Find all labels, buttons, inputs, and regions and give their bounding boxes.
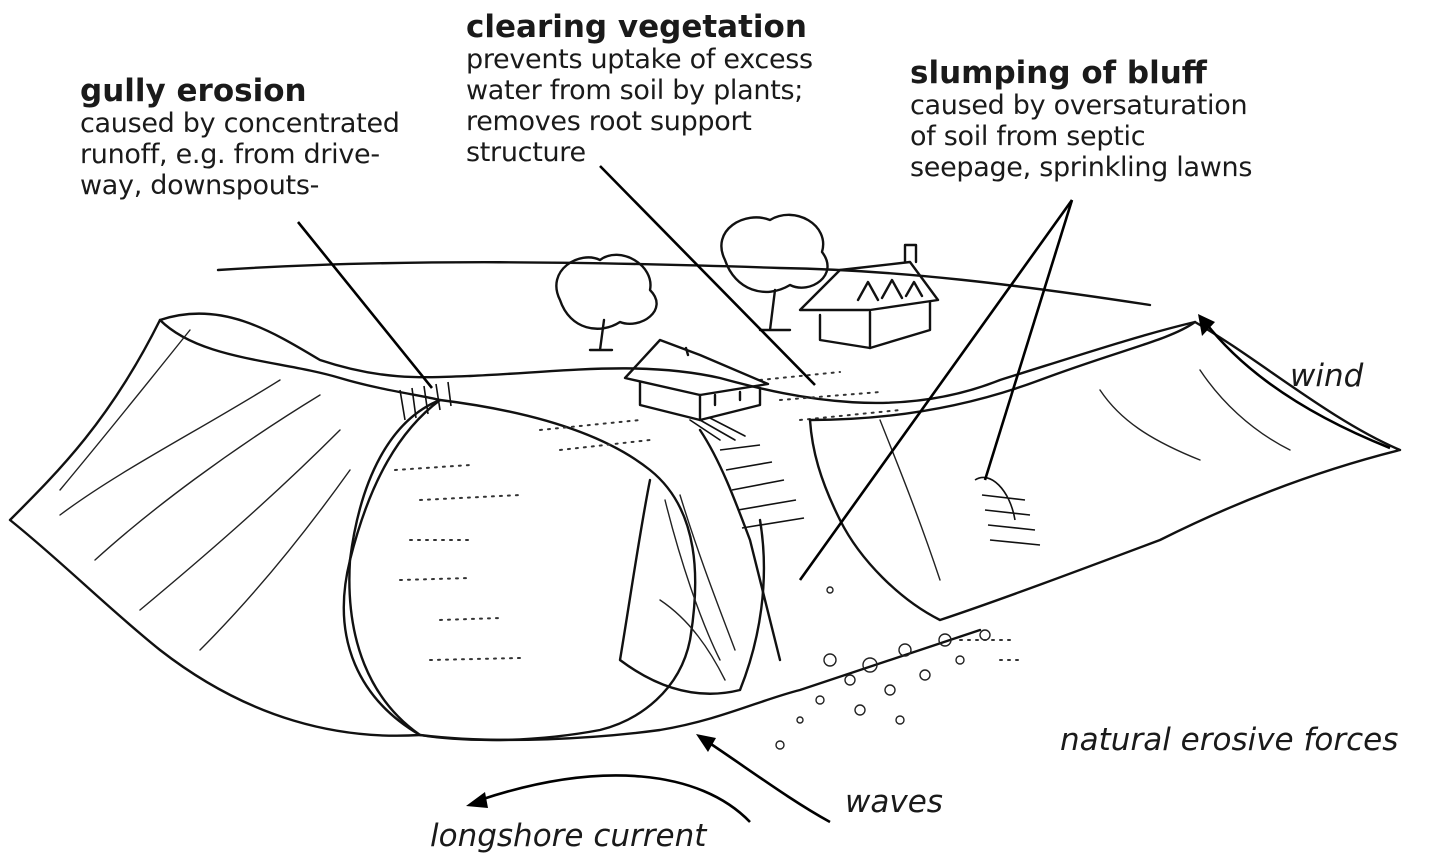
slumping-line-2: of soil from septic [910,121,1252,152]
slump-rubble [776,587,990,749]
beach-toe [420,630,980,740]
house-front [625,340,768,440]
gully-line-1: caused by concentrated [80,108,400,139]
clearing-vegetation-label: clearing vegetation prevents uptake of e… [466,10,813,168]
slump-block [349,400,695,740]
gully-leader [298,222,432,388]
gully-erosion-label: gully erosion caused by concentrated run… [80,74,400,201]
waves-label: waves [845,784,943,820]
slumping-line-1: caused by oversaturation [910,90,1252,121]
longshore-arrow [480,775,750,822]
slumping-heading: slumping of bluff [910,56,1252,90]
slumping-leader-1 [800,200,1072,580]
waves-arrow [705,740,830,822]
house-back [800,245,938,348]
horizon-line [218,262,1150,305]
clearing-line-1: prevents uptake of excess [466,44,813,75]
clearing-line-3: removes root support [466,106,813,137]
gully-line-3: way, downspouts- [80,170,400,201]
gully-heading: gully erosion [80,74,400,108]
gully-line-2: runoff, e.g. from drive- [80,139,400,170]
longshore-current-label: longshore current [430,818,706,854]
slumping-of-bluff-label: slumping of bluff caused by oversaturati… [910,56,1252,183]
slumping-leader-2 [985,200,1072,480]
slumping-line-3: seepage, sprinkling lawns [910,152,1252,183]
clearing-line-2: water from soil by plants; [466,75,813,106]
clearing-leader [600,166,815,385]
tree-right [721,215,827,330]
clearing-line-4: structure [466,137,813,168]
clearing-heading: clearing vegetation [466,10,813,44]
tree-left [556,255,656,350]
wind-label: wind [1290,358,1363,394]
left-bluff-face [10,320,440,736]
natural-erosive-forces-label: natural erosive forces [1060,722,1398,758]
